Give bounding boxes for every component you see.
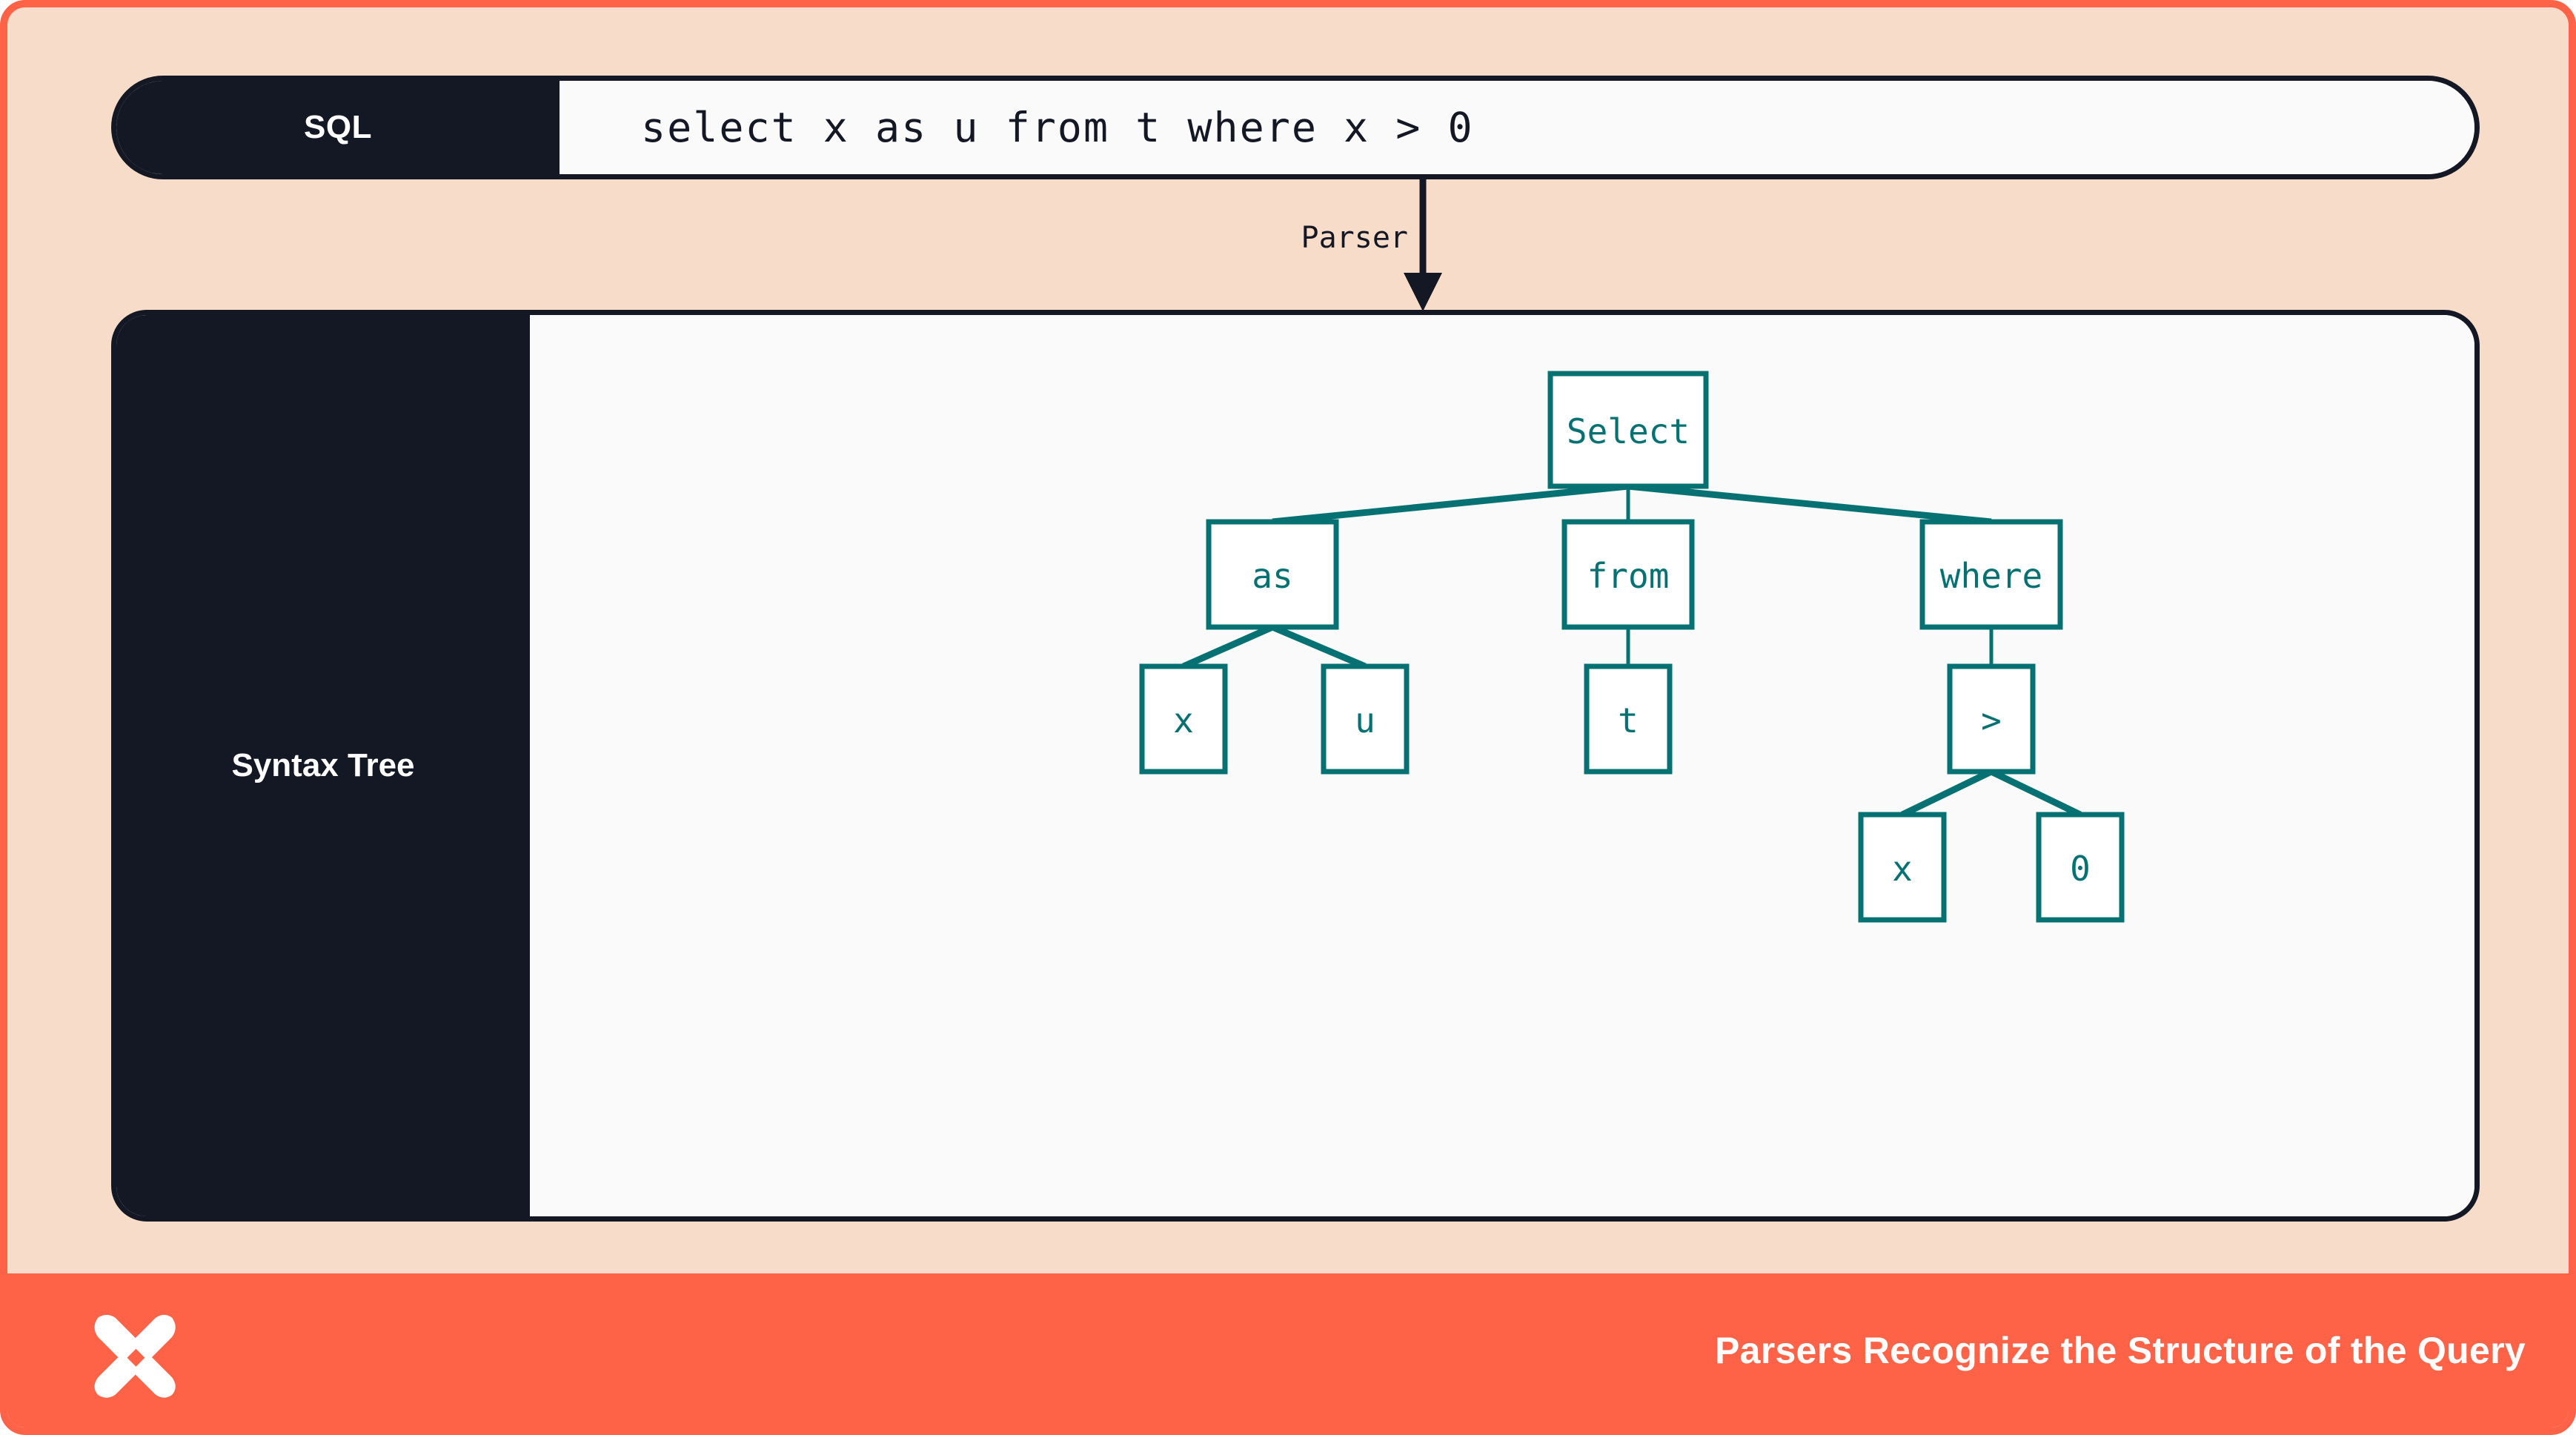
footer-caption: Parsers Recognize the Structure of the Q… bbox=[1714, 1330, 2526, 1371]
tree-node-label: from bbox=[1587, 556, 1670, 596]
tree-node-gt-x[interactable]: x bbox=[1858, 812, 1947, 923]
tree-node-where[interactable]: where bbox=[1919, 519, 2063, 630]
sql-input-bar: SQL select x as u from t where x > 0 bbox=[111, 76, 2480, 179]
tree-nodes: Select as from where x u t > x 0 bbox=[1139, 371, 2125, 923]
tree-node-as[interactable]: as bbox=[1206, 519, 1339, 630]
tree-node-box bbox=[1561, 519, 1695, 630]
tree-node-label: 0 bbox=[2070, 849, 2091, 889]
tree-node-gt[interactable]: > bbox=[1947, 663, 2036, 775]
sql-row-label: SQL bbox=[116, 81, 560, 174]
syntax-tree-canvas: Select as from where x u t > x 0 bbox=[530, 315, 2474, 1216]
tree-node-box bbox=[1321, 663, 1410, 775]
tree-node-as-x[interactable]: x bbox=[1139, 663, 1228, 775]
tree-node-box bbox=[1206, 519, 1339, 630]
tree-node-box bbox=[1858, 812, 1947, 923]
tree-edge bbox=[1272, 483, 1629, 526]
x-star-logo-icon bbox=[82, 1302, 178, 1399]
syntax-tree-row-label: Syntax Tree bbox=[116, 315, 530, 1216]
sql-label-text: SQL bbox=[304, 109, 372, 145]
tree-node-label: Select bbox=[1567, 411, 1690, 451]
syntax-tree-graph: Select as from where x u t > x 0 bbox=[1139, 371, 2125, 923]
sql-query-field[interactable]: select x as u from t where x > 0 bbox=[560, 81, 2474, 174]
arrow-down-icon bbox=[1404, 179, 1442, 311]
syntax-tree-panel: Syntax Tree Select as from where x u t > x 0 bbox=[111, 310, 2480, 1222]
tree-node-box bbox=[1584, 663, 1673, 775]
tree-node-box bbox=[1139, 663, 1228, 775]
tree-node-label: x bbox=[1892, 849, 1913, 889]
syntax-tree-label-text: Syntax Tree bbox=[231, 747, 415, 783]
tree-node-box bbox=[1547, 371, 1709, 489]
tree-node-label: t bbox=[1618, 700, 1639, 740]
tree-edge bbox=[1182, 623, 1274, 670]
footer-bar: Parsers Recognize the Structure of the Q… bbox=[7, 1273, 2569, 1428]
tree-node-from[interactable]: from bbox=[1561, 519, 1695, 630]
tree-node-as-u[interactable]: u bbox=[1321, 663, 1410, 775]
tree-edge bbox=[1627, 483, 1992, 526]
tree-node-box bbox=[1919, 519, 2063, 630]
tree-edges bbox=[1182, 483, 2082, 818]
sql-query-text: select x as u from t where x > 0 bbox=[641, 104, 1474, 151]
tree-edge bbox=[1901, 768, 1993, 818]
tree-node-label: u bbox=[1355, 700, 1375, 740]
tree-node-from-t[interactable]: t bbox=[1584, 663, 1673, 775]
tree-node-select[interactable]: Select bbox=[1547, 371, 1709, 489]
tree-edge bbox=[1271, 623, 1367, 670]
tree-node-label: as bbox=[1252, 556, 1292, 596]
parser-step-label: Parser bbox=[1301, 221, 1409, 255]
tree-node-box bbox=[2036, 812, 2125, 923]
tree-node-gt-0[interactable]: 0 bbox=[2036, 812, 2125, 923]
tree-edge bbox=[1990, 768, 2082, 818]
tree-node-label: > bbox=[1981, 700, 2002, 740]
tree-node-label: x bbox=[1173, 700, 1194, 740]
tree-node-label: where bbox=[1940, 556, 2042, 596]
tree-node-box bbox=[1947, 663, 2036, 775]
